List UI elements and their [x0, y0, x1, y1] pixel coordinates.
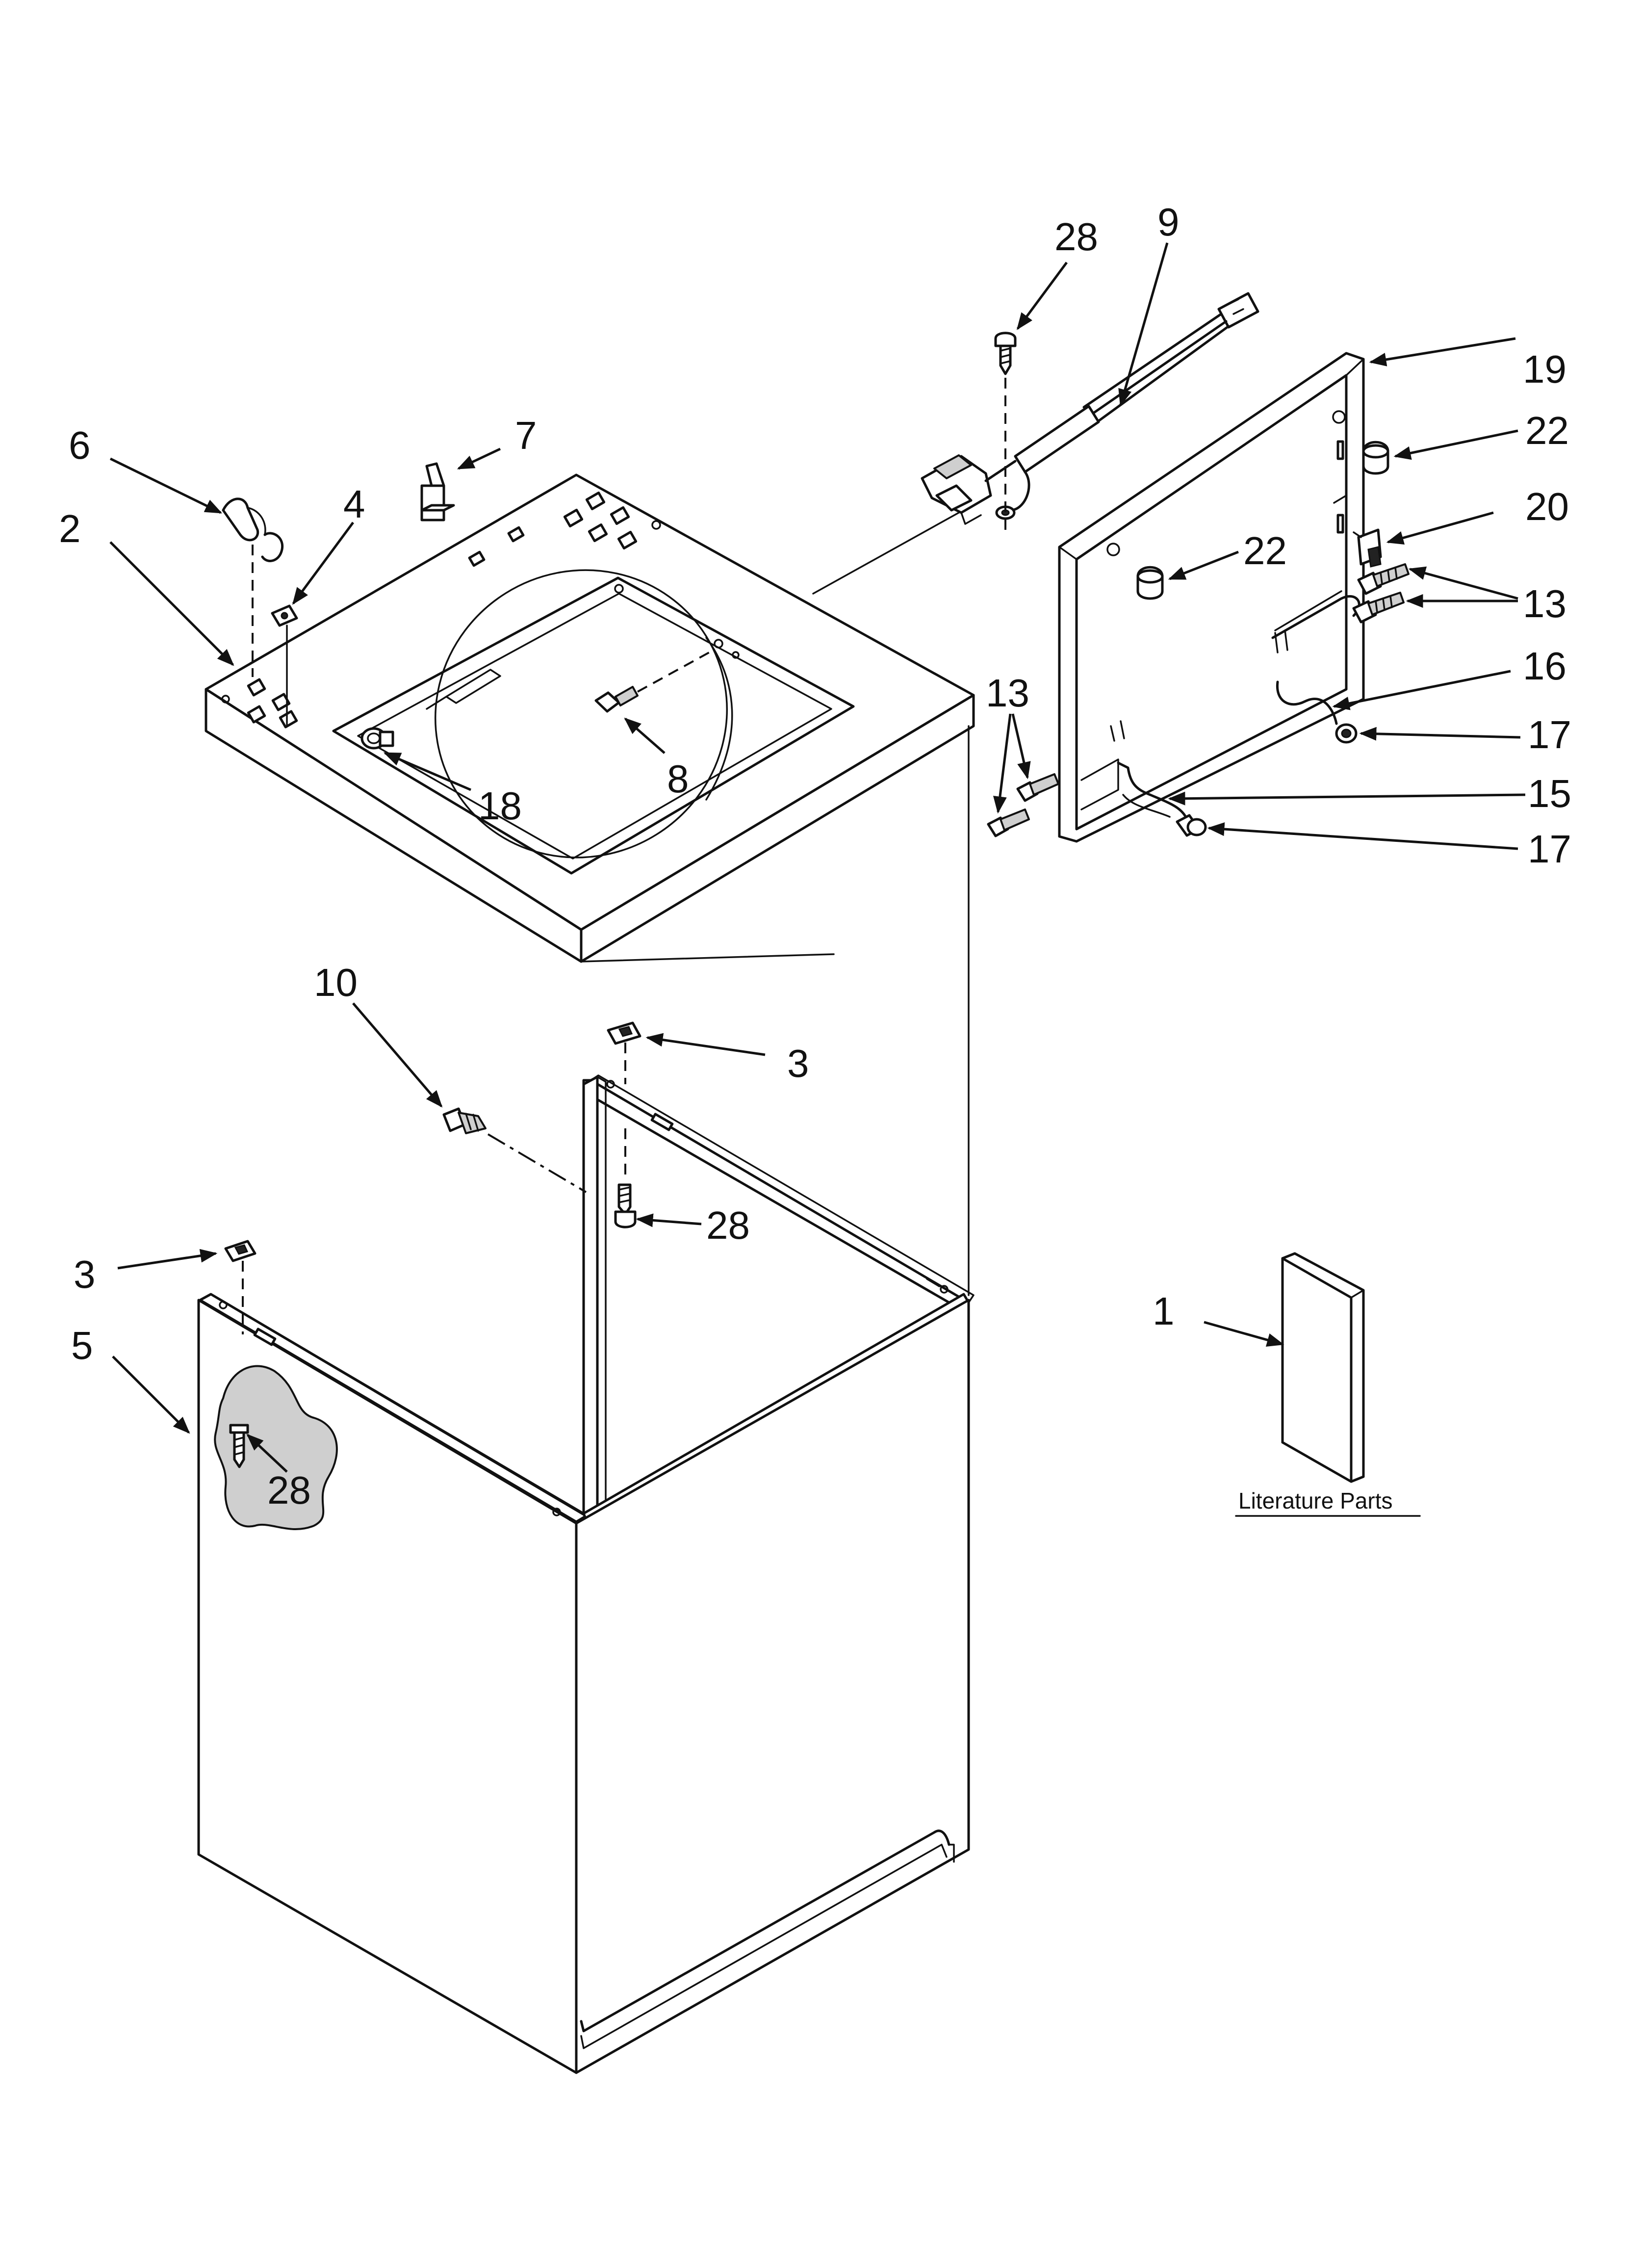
callout-22-right: 22 — [1525, 409, 1569, 452]
leader-6 — [109, 457, 223, 514]
leader-8 — [624, 717, 666, 754]
callout-9: 9 — [1157, 200, 1180, 244]
leader-4 — [292, 521, 355, 605]
callout-28-middle: 28 — [706, 1203, 750, 1247]
leader-28c — [246, 1434, 288, 1473]
leader-10 — [352, 1002, 443, 1108]
screw-part-10 — [442, 1107, 587, 1193]
hose-fitting-part-17-lower — [1176, 814, 1207, 837]
clip-part-3-upper — [607, 1021, 641, 1084]
leader-16 — [1332, 670, 1511, 710]
hose-fitting-part-17-upper — [1335, 723, 1358, 744]
switch-part-20 — [1353, 528, 1382, 568]
leader-19 — [1369, 337, 1516, 366]
callout-28-lower: 28 — [267, 1468, 311, 1512]
callout-6: 6 — [69, 423, 91, 467]
screw-part-28-top — [994, 332, 1017, 535]
callout-16: 16 — [1523, 644, 1566, 688]
leader-9 — [1118, 242, 1169, 407]
leader-5 — [112, 1356, 190, 1434]
valve-screw-part-13-right-lower — [1352, 592, 1405, 624]
leader-17b — [1207, 822, 1518, 850]
leader-1 — [1204, 1321, 1284, 1347]
leader-3a — [645, 1033, 766, 1056]
leader-13a-1 — [1011, 713, 1031, 780]
callout-17-lower: 17 — [1528, 827, 1571, 871]
leader-28b — [636, 1213, 702, 1227]
screw-part-8 — [594, 649, 714, 713]
screw-part-28-middle — [614, 1128, 637, 1228]
leader-lines — [109, 242, 1526, 1473]
callout-13-right: 13 — [1523, 582, 1566, 626]
callout-28-top: 28 — [1054, 215, 1098, 259]
callout-7: 7 — [515, 414, 537, 457]
callout-13-left: 13 — [986, 671, 1029, 715]
valve-screw-part-13-right-upper — [1357, 563, 1410, 595]
clip-part-6 — [222, 497, 284, 562]
callout-8: 8 — [667, 757, 689, 801]
callout-20: 20 — [1525, 485, 1569, 528]
console-frame — [1058, 352, 1365, 843]
callout-numbers: 1 2 3 3 4 5 6 7 8 9 10 13 13 15 16 17 17… — [59, 200, 1571, 1512]
callout-3-upper: 3 — [787, 1042, 809, 1085]
callout-10: 10 — [314, 961, 358, 1004]
callout-19: 19 — [1523, 347, 1566, 391]
clip-part-4 — [271, 604, 298, 727]
leader-7 — [457, 447, 501, 470]
leader-22a — [1393, 429, 1518, 460]
alignment-line-panel — [580, 953, 835, 963]
callout-5: 5 — [71, 1324, 93, 1367]
leader-22b — [1168, 550, 1239, 580]
literature-booklet — [1281, 1252, 1365, 1483]
cabinet-cutaway — [214, 1365, 338, 1531]
clip-part-7 — [420, 462, 455, 521]
lid-switch-harness — [921, 292, 1259, 525]
top-panel — [205, 473, 982, 963]
leader-18 — [383, 752, 471, 791]
leader-13a-2 — [993, 713, 1012, 814]
leader-2 — [109, 541, 234, 666]
leader-20 — [1386, 511, 1494, 545]
valve-screw-part-13-left-upper — [1016, 773, 1059, 802]
leader-13b-1 — [1408, 566, 1518, 600]
clip-part-3-lower — [224, 1240, 257, 1334]
callout-1: 1 — [1153, 1289, 1175, 1333]
callout-22-left: 22 — [1243, 529, 1287, 573]
callout-18: 18 — [478, 784, 522, 828]
button-part-22-right — [1362, 441, 1389, 475]
leader-17a — [1359, 727, 1521, 741]
callout-2: 2 — [59, 507, 81, 550]
leader-3b — [117, 1249, 218, 1270]
button-part-22-left — [1136, 566, 1164, 600]
cabinet — [197, 1074, 975, 2074]
grommet-part-18 — [360, 727, 394, 750]
literature-parts-label: Literature Parts — [1238, 1488, 1392, 1513]
callout-15: 15 — [1528, 772, 1571, 815]
callout-3-lower: 3 — [74, 1252, 96, 1296]
leader-28a — [1016, 261, 1068, 330]
valve-screw-part-13-left-lower — [987, 808, 1030, 837]
leader-15 — [1168, 791, 1526, 806]
callout-4: 4 — [343, 482, 365, 526]
callout-17-upper: 17 — [1528, 713, 1571, 756]
